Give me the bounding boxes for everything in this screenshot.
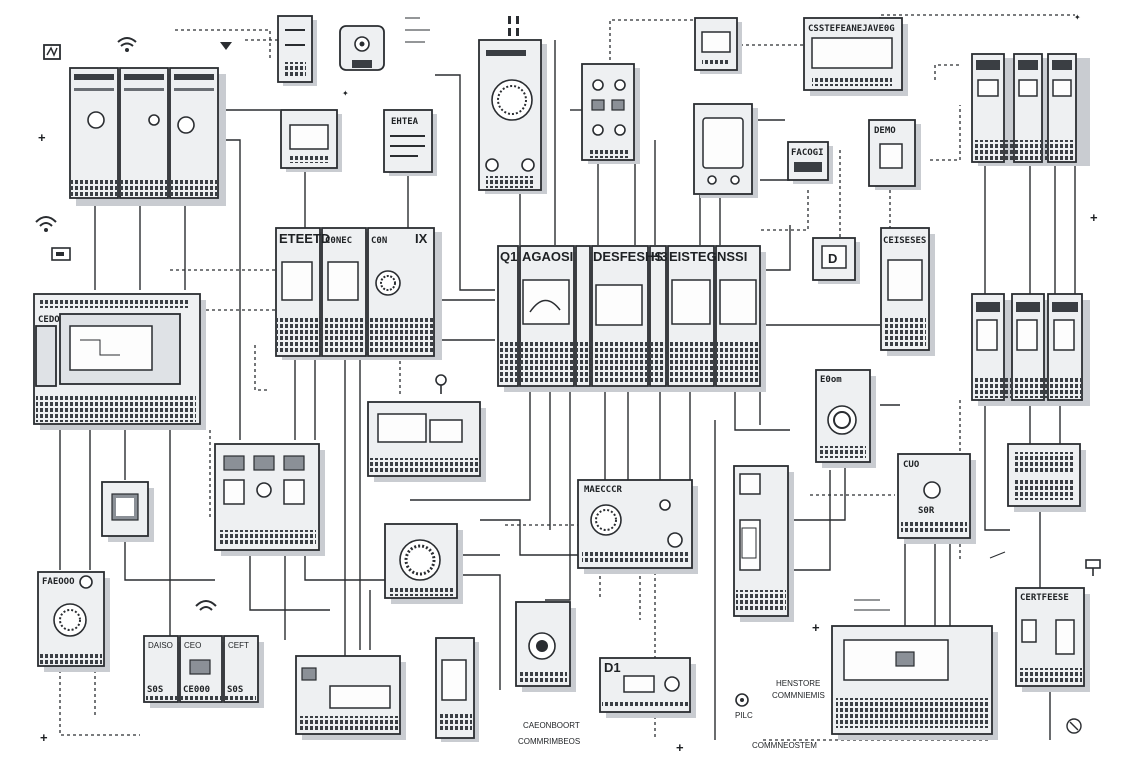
right-top-module-stack[interactable] — [971, 53, 1090, 166]
caption-center-2: COMMRIMBEOS — [518, 737, 580, 746]
demo-module[interactable]: DEMO — [868, 119, 921, 190]
main-rack-label-2: AGAOSI — [522, 249, 573, 264]
rack-a-label-1: ETEETD — [279, 231, 330, 246]
gear-icon — [1066, 718, 1082, 734]
hmi-panel-center[interactable] — [367, 401, 486, 482]
eom-label: E0om — [820, 375, 842, 385]
top-hmi-small[interactable] — [280, 109, 342, 172]
rack-a-label-2: C0NEC — [325, 236, 352, 246]
certfeese-module[interactable]: CERTFEESE — [1015, 587, 1090, 692]
cuo-label: CUO — [903, 460, 920, 470]
main-rack-label-q1: Q1 — [500, 249, 517, 264]
main-rack[interactable]: Q1 AGAOSI DESFESHS H3 EISTEG NSSI — [497, 245, 766, 392]
trio-code-1: S0S — [147, 685, 163, 695]
top-small-module-1[interactable] — [277, 15, 317, 86]
chip-module[interactable] — [101, 481, 154, 542]
cuo-sub-label: S0R — [918, 506, 935, 516]
caption-plc: PILC — [735, 711, 753, 720]
maeccc-label: MAECCCR — [584, 485, 623, 495]
right-terminal-module[interactable] — [1007, 443, 1086, 512]
triangle-icon — [220, 42, 232, 50]
svg-text:+: + — [38, 130, 46, 145]
trio-label-2: CEO — [184, 641, 201, 650]
svg-text:+: + — [676, 740, 684, 755]
sparkle-icon: ✦ ✦ — [342, 13, 1081, 98]
bottom-knob-module[interactable] — [515, 601, 576, 692]
fac-module-label: FACOGI — [791, 148, 824, 158]
svg-text:+: + — [1090, 210, 1098, 225]
dash-lines — [405, 17, 1006, 611]
wifi-icon — [35, 216, 57, 232]
top-dial-module[interactable] — [478, 39, 547, 194]
usb-icon — [51, 247, 71, 261]
cuo-knob-module[interactable]: CUO S0R — [897, 453, 976, 544]
wifi-icon — [117, 37, 137, 52]
plus-icon: + + + + + — [38, 130, 1098, 755]
svg-text:✦: ✦ — [342, 89, 349, 98]
ceisese-module[interactable]: CEISESES — [880, 227, 935, 356]
svg-text:+: + — [812, 620, 820, 635]
faeooo-label: FAEOOO — [42, 577, 75, 587]
bottom-display-module[interactable] — [295, 655, 406, 740]
bottom-right-plc[interactable] — [831, 625, 998, 740]
dot-grid-icon — [508, 16, 519, 36]
relay-panel-left[interactable] — [214, 443, 325, 556]
svg-text:+: + — [40, 730, 48, 745]
d1-module[interactable]: D1 — [599, 657, 696, 718]
main-rack-label-3: DESFESHS — [593, 249, 663, 264]
vertical-io-module[interactable] — [733, 465, 794, 622]
caption-right-1: HENSTORE — [776, 679, 820, 688]
d1-label: D1 — [604, 660, 621, 675]
location-icon — [435, 374, 447, 394]
demo-module-label: DEMO — [874, 126, 896, 136]
rack-a[interactable]: ETEETD C0NEC C0N IX — [275, 227, 442, 360]
ceisese-label: CEISESES — [883, 236, 926, 246]
rack-a-label-3: C0N — [371, 236, 387, 246]
plug-icon — [1085, 559, 1101, 576]
maeccc-module[interactable]: MAECCCR — [577, 479, 698, 574]
top-remote-module[interactable] — [581, 63, 640, 164]
main-rack-label-6: NSSI — [717, 249, 747, 264]
settings-icon — [735, 693, 749, 707]
certfeese-label: CERTFEESE — [1020, 593, 1069, 603]
trio-code-2: CE000 — [183, 685, 210, 695]
fac-module[interactable]: FACOGI — [787, 141, 833, 184]
wifi-icon — [195, 600, 217, 611]
d-glyph: D — [828, 251, 837, 266]
trio-code-3: S0S — [227, 685, 243, 695]
trio-label-1: DAISO — [148, 641, 173, 650]
top-panel-module[interactable]: EHTEA — [383, 109, 437, 176]
trio-label-3: CEFT — [228, 641, 249, 650]
panel-module-label: EHTEA — [391, 117, 419, 127]
bottom-left-knob-module[interactable]: FAEOOO — [37, 571, 110, 672]
controller-left-label: CEDO — [38, 315, 60, 325]
d-module[interactable]: D — [812, 237, 860, 284]
main-rack-label-4: H3 — [651, 249, 668, 264]
controller-left[interactable]: CEDO — [33, 293, 206, 430]
left-top-module-stack[interactable] — [69, 67, 226, 206]
top-center-module-label: CSSTEFEANEJAVE0G — [808, 24, 895, 34]
top-screen-module[interactable] — [694, 17, 742, 74]
top-sensor-module[interactable] — [339, 25, 385, 71]
network-icon — [43, 44, 61, 60]
control-panel-module[interactable] — [693, 103, 758, 198]
caption-far-right: COMMNEOSTEM — [752, 741, 817, 750]
right-mid-module-stack[interactable] — [971, 293, 1090, 406]
rack-a-label-suffix: IX — [415, 231, 428, 246]
knob-module-center[interactable] — [384, 523, 463, 604]
bottom-tall-module[interactable] — [435, 637, 479, 742]
eom-module[interactable]: E0om — [815, 369, 876, 468]
top-center-display-module[interactable]: CSSTEFEANEJAVE0G — [803, 17, 908, 96]
main-rack-label-5: EISTEG — [669, 249, 717, 264]
svg-text:✦: ✦ — [1074, 13, 1081, 22]
bottom-left-trio[interactable]: DAISO CEO CEFT S0S CE000 S0S — [143, 635, 264, 708]
caption-center-1: CAEONBOORT — [523, 721, 580, 730]
wiring — [59, 14, 1076, 741]
caption-right-2: COMMNIEMIS — [772, 691, 825, 700]
